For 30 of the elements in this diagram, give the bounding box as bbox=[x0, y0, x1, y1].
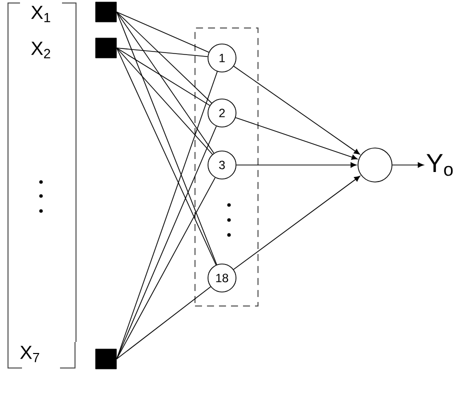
connection-line bbox=[116, 126, 217, 360]
connection-line bbox=[116, 12, 212, 104]
arrow bbox=[236, 162, 357, 168]
arrow bbox=[233, 176, 360, 270]
arrow bbox=[235, 117, 358, 160]
connection-line bbox=[116, 177, 216, 360]
input-square bbox=[95, 348, 117, 370]
hidden-neuron: 3 bbox=[208, 150, 236, 180]
input-label: X$_{7}$ bbox=[20, 346, 40, 362]
output-label: Y$_{o}$ bbox=[426, 154, 453, 176]
hidden-neuron: 2 bbox=[208, 98, 236, 128]
connection-line bbox=[116, 71, 218, 360]
input-label: X$_{2}$ bbox=[31, 42, 50, 58]
connection-line bbox=[116, 12, 214, 154]
input-square bbox=[95, 2, 117, 22]
connection-line bbox=[116, 12, 218, 265]
hidden-neuron: 18 bbox=[208, 264, 236, 292]
output-neuron bbox=[358, 148, 392, 182]
arrow bbox=[233, 66, 360, 155]
input-square bbox=[95, 38, 117, 58]
connection-line bbox=[116, 48, 210, 106]
arrow bbox=[392, 162, 424, 168]
connection-line bbox=[116, 48, 208, 58]
connection-line bbox=[116, 48, 216, 266]
hidden-neuron: 1 bbox=[208, 44, 236, 72]
hidden-layer-box bbox=[194, 28, 258, 306]
connection-line bbox=[116, 12, 210, 53]
connection-line bbox=[116, 286, 211, 360]
connection-line bbox=[116, 48, 213, 155]
input-label: X$_{1}$ bbox=[31, 6, 50, 22]
